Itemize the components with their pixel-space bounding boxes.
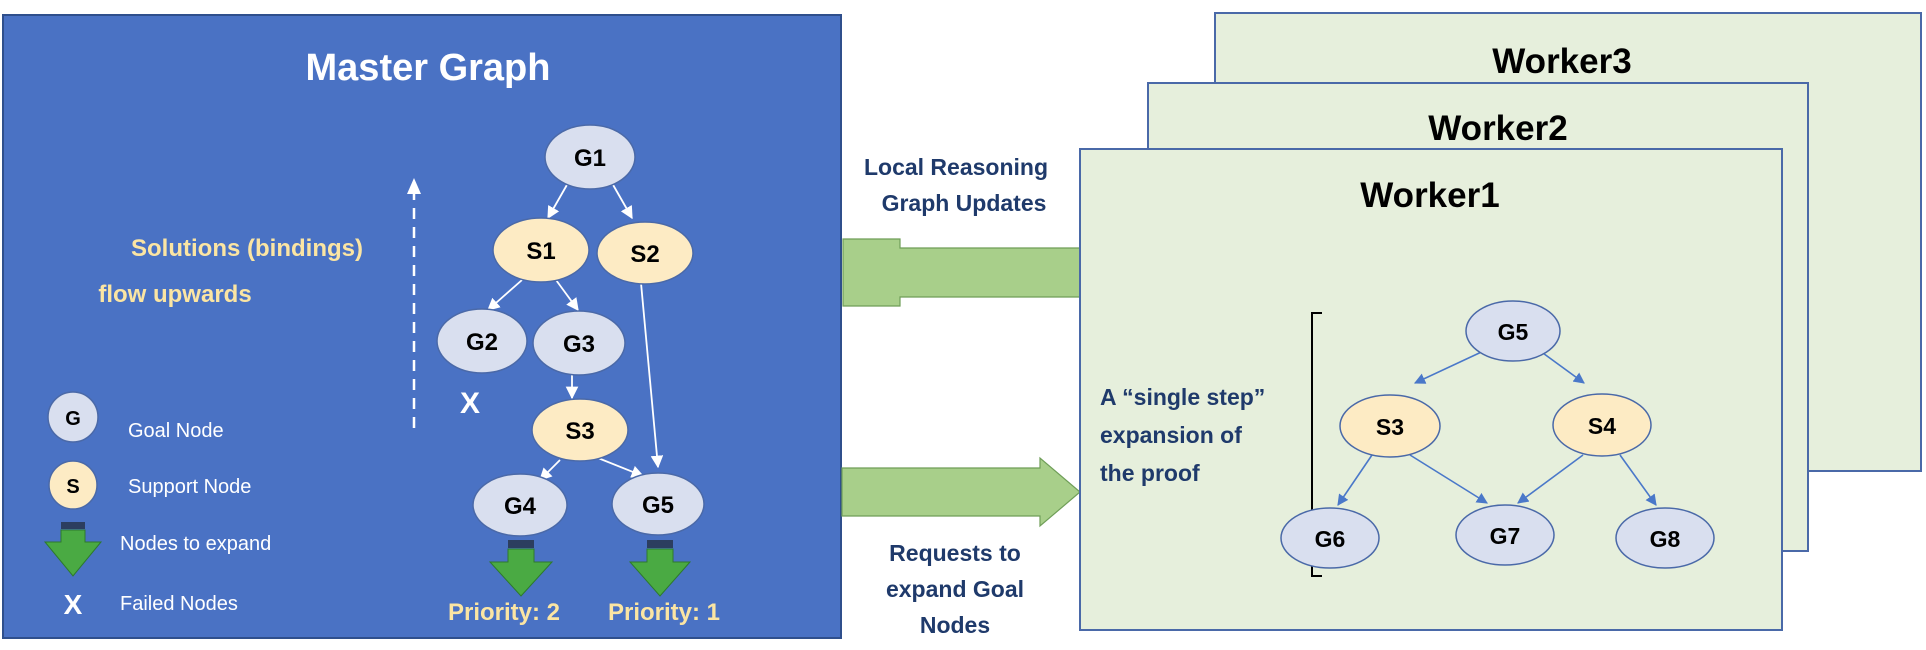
expand-arrow-g4-icon — [488, 540, 554, 597]
expansion-bracket — [1311, 312, 1322, 577]
priority-g4-label: Priority: 2 — [448, 599, 560, 626]
master-graph-edges — [487, 182, 664, 481]
edge-s3-g5 — [597, 457, 645, 478]
expansion-label-line2: expansion of — [1100, 422, 1242, 448]
edge-w-s4-g7 — [1517, 454, 1584, 504]
edge-w-s3-g7 — [1409, 454, 1488, 504]
node-s1-label: S1 — [526, 238, 555, 265]
worker2-title: Worker2 — [1428, 109, 1567, 148]
edge-g1-s2 — [611, 182, 633, 220]
edge-s1-g2 — [487, 279, 523, 311]
worker3-title: Worker3 — [1492, 42, 1631, 81]
legend: G Goal Node S Support Node Nodes to expa… — [43, 391, 271, 620]
edge-w-s3-g6 — [1337, 454, 1373, 506]
edge-w-g5-s3 — [1413, 347, 1491, 384]
graph-updates-label-line1: Local Reasoning — [864, 154, 1048, 180]
worker-node-g8: G8 — [1615, 507, 1715, 569]
legend-failed-label: Failed Nodes — [120, 593, 238, 615]
legend-support-node: S Support Node — [48, 460, 251, 510]
worker-node-g7-label: G7 — [1490, 523, 1521, 549]
failed-mark-g2: X — [460, 387, 480, 420]
expand-requests-label-line1: Requests to — [889, 540, 1021, 566]
master-graph-title: Master Graph — [306, 47, 551, 89]
worker-node-g6-label: G6 — [1315, 526, 1346, 552]
worker-node-g5: G5 — [1465, 300, 1561, 362]
node-g5: G5 — [611, 472, 705, 536]
legend-goal-label: Goal Node — [128, 420, 224, 442]
worker-node-s3: S3 — [1339, 394, 1441, 458]
legend-expand-icon — [43, 529, 103, 577]
worker1-panel: Worker1 A “single step” expansion of the… — [1079, 148, 1783, 631]
worker-node-g5-label: G5 — [1498, 319, 1529, 345]
priority-g5-label: Priority: 1 — [608, 599, 720, 626]
solutions-label-line1: Solutions (bindings) — [131, 235, 363, 262]
legend-support-label: Support Node — [128, 476, 251, 498]
edge-w-s4-g8 — [1619, 454, 1657, 506]
expand-requests-label-line2: expand Goal — [886, 576, 1024, 602]
expansion-label-line1: A “single step” — [1100, 384, 1265, 410]
legend-goal-symbol: G — [65, 408, 81, 430]
worker-node-g6: G6 — [1280, 507, 1380, 569]
node-g5-label: G5 — [642, 492, 674, 519]
legend-failed-symbol: X — [64, 589, 83, 620]
edge-s3-g4 — [539, 459, 561, 481]
node-s3-label: S3 — [565, 418, 594, 445]
legend-goal-node: G Goal Node — [47, 391, 224, 443]
node-g4-label: G4 — [504, 493, 537, 520]
node-g3-label: G3 — [563, 331, 595, 358]
solutions-flow-arrowhead — [407, 178, 421, 194]
worker-node-g8-label: G8 — [1650, 526, 1681, 552]
legend-expand-bar — [61, 522, 85, 529]
worker-node-s4-label: S4 — [1588, 413, 1616, 439]
edge-g1-s1 — [547, 182, 569, 220]
master-graph-panel: Master Graph Solutions (bindings) flow u… — [2, 14, 842, 639]
legend-goal-icon — [47, 391, 99, 443]
expand-requests-label-line3: Nodes — [920, 612, 990, 638]
graph-updates-arrow: Local Reasoning Graph Updates — [842, 154, 1081, 307]
node-s2: S2 — [596, 221, 694, 285]
node-s1: S1 — [492, 217, 590, 283]
worker1-title: Worker1 — [1360, 176, 1499, 215]
worker-node-s3-label: S3 — [1376, 414, 1404, 440]
solutions-label-line2: flow upwards — [98, 281, 251, 308]
node-g2-label: G2 — [466, 329, 498, 356]
expand-requests-arrow: Requests to expand Goal Nodes — [841, 456, 1081, 638]
legend-expand: Nodes to expand — [43, 522, 271, 577]
node-s2-label: S2 — [630, 241, 659, 268]
legend-expand-label: Nodes to expand — [120, 533, 271, 555]
edge-s1-g3 — [555, 279, 579, 312]
legend-support-icon — [48, 460, 98, 510]
worker-graph-edges — [1337, 347, 1657, 506]
node-g3: G3 — [532, 310, 626, 376]
node-g1-label: G1 — [574, 145, 606, 172]
legend-failed: X Failed Nodes — [64, 589, 238, 620]
node-s3: S3 — [531, 398, 629, 462]
node-g2: G2 — [436, 308, 528, 374]
worker-node-s4: S4 — [1552, 393, 1652, 457]
expansion-label-line3: the proof — [1100, 460, 1200, 486]
edge-s2-g5 — [640, 282, 664, 469]
graph-updates-label-line2: Graph Updates — [882, 190, 1047, 216]
expand-arrow-g5-icon — [628, 540, 692, 597]
node-g4: G4 — [472, 473, 568, 537]
node-g1: G1 — [544, 124, 636, 190]
worker-node-g7: G7 — [1455, 504, 1555, 566]
legend-support-symbol: S — [66, 476, 79, 498]
